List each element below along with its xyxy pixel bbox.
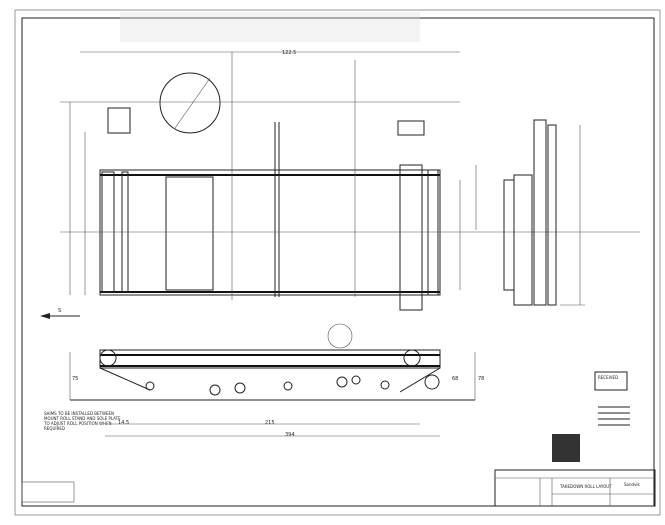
plan-view [60,51,640,311]
end-view [503,119,585,306]
received-stamp-label: RECEIVED [598,375,618,380]
dimension-label: 394 [285,432,295,438]
dimension-label: 75 [72,376,78,382]
routing-lines [598,406,630,426]
title-block [21,469,656,507]
company-name: Sandvik [624,482,641,487]
dimension-label: 215 [265,420,275,426]
label-plate [552,434,580,462]
shim-note: SHIMS TO BE INSTALLED BETWEEN MOUNT ROLL… [44,411,121,431]
scan-noise [120,12,420,42]
roll-diameter-circle [159,72,221,134]
elevation-view [69,323,476,437]
dimension-label: 122.5 [282,50,296,56]
dimension-label: 68 [452,376,458,382]
received-stamp [594,371,628,391]
dimension-label: 78 [478,376,484,382]
sheet-border [21,17,655,507]
outer-border [14,9,661,516]
direction-label: S [58,308,61,314]
drawing-title: TAKEDOWN ROLL LAYOUT [559,484,612,489]
dimension-label: 14.5 [118,420,129,426]
direction-arrow [40,313,80,319]
